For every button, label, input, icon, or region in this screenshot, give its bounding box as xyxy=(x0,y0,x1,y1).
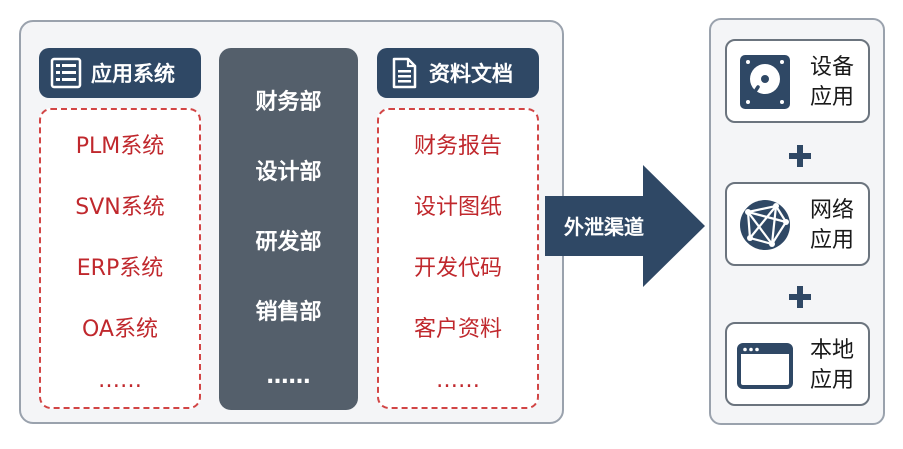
app-systems-list: PLM系统 SVN系统 ERP系统 OA系统 …… xyxy=(39,108,201,409)
list-item-ellipsis: …… xyxy=(436,368,480,393)
network-app-card: 网络 应用 xyxy=(725,182,870,266)
plus-icon xyxy=(789,145,811,167)
department-item: 销售部 xyxy=(255,300,322,325)
list-item: PLM系统 xyxy=(75,134,165,159)
department-item-ellipsis: …… xyxy=(266,364,311,389)
list-item: SVN系统 xyxy=(75,195,165,220)
app-systems-title: 应用系统 xyxy=(91,62,175,86)
list-item: OA系统 xyxy=(82,317,158,342)
network-app-label: 网络 应用 xyxy=(809,198,854,253)
window-icon xyxy=(737,343,793,389)
documents-list: 财务报告 设计图纸 开发代码 客户资料 …… xyxy=(377,108,539,409)
departments-column: 财务部 设计部 研发部 销售部 …… xyxy=(219,48,358,410)
documents-header: 资料文档 xyxy=(377,48,539,98)
disk-icon xyxy=(740,55,790,109)
plus-icon xyxy=(789,286,811,308)
device-app-card: 设备 应用 xyxy=(725,39,870,123)
list-item: 设计图纸 xyxy=(413,195,502,220)
department-item: 设计部 xyxy=(255,160,322,185)
local-app-label: 本地 应用 xyxy=(809,338,854,393)
list-item: 客户资料 xyxy=(413,317,502,342)
documents-title: 资料文档 xyxy=(429,62,513,86)
leak-channel-arrow xyxy=(545,165,705,287)
local-app-card: 本地 应用 xyxy=(725,322,870,406)
department-item: 财务部 xyxy=(255,90,322,115)
document-icon xyxy=(392,57,417,89)
device-app-label: 设备 应用 xyxy=(809,55,854,110)
network-globe-icon xyxy=(740,200,790,250)
app-systems-header: 应用系统 xyxy=(39,48,201,98)
list-item-ellipsis: …… xyxy=(98,368,142,393)
list-item: 开发代码 xyxy=(413,256,502,281)
list-item: 财务报告 xyxy=(413,134,502,159)
list-item: ERP系统 xyxy=(76,256,164,281)
server-icon xyxy=(50,57,82,89)
department-item: 研发部 xyxy=(255,230,322,255)
leak-channel-label: 外泄渠道 xyxy=(564,215,644,239)
